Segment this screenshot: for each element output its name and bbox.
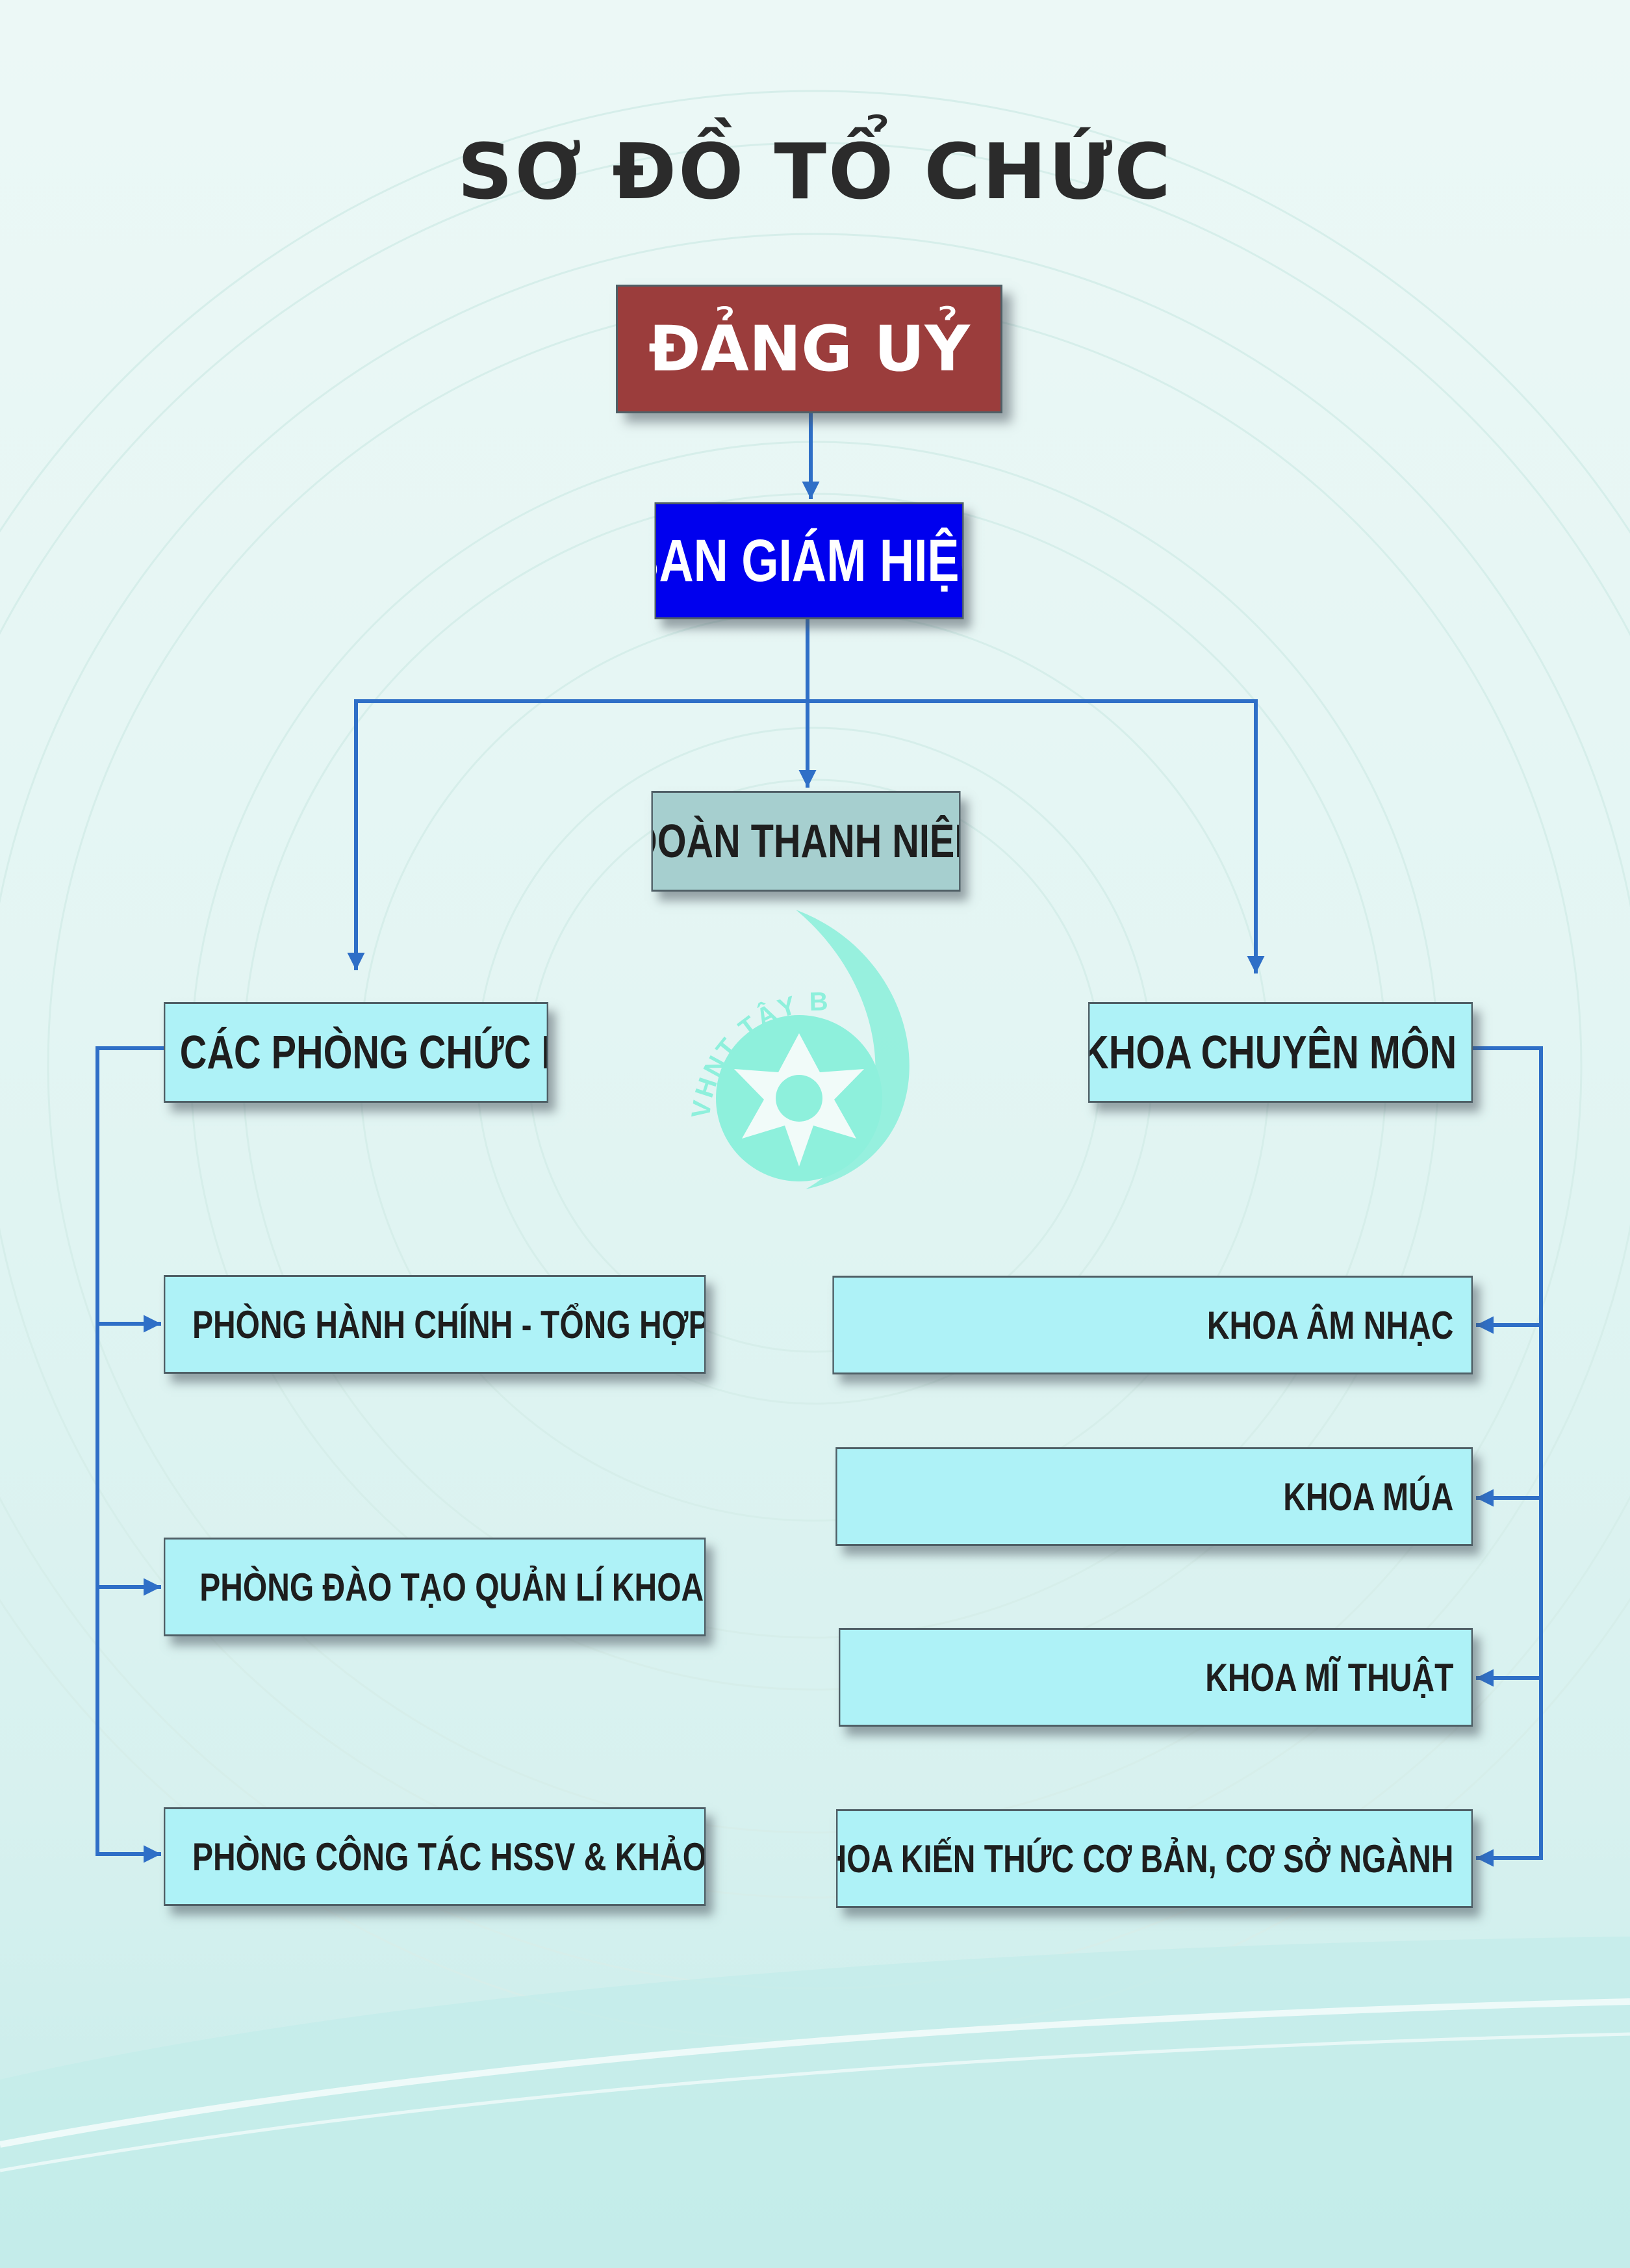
party-committee-label: ĐẢNG UỶ — [648, 313, 970, 385]
department-item-label: PHÒNG ĐÀO TẠO QUẢN LÍ KHOA HỌC & HTQT — [199, 1565, 704, 1609]
department-item-label: PHÒNG HÀNH CHÍNH - TỔNG HỢP — [192, 1302, 706, 1347]
youth-union-label: ĐOÀN THANH NIÊN — [653, 815, 959, 868]
faculties-node: CÁC KHOA CHUYÊN MÔN — [1088, 1002, 1473, 1103]
faculty-item: KHOA ÂM NHẠC — [832, 1276, 1473, 1374]
departments-label: CÁC PHÒNG CHỨC NĂNG — [179, 1026, 547, 1079]
faculty-item-label: KHOA KIẾN THỨC CƠ BẢN, CƠ SỞ NGÀNH — [836, 1836, 1454, 1881]
faculties-label: CÁC KHOA CHUYÊN MÔN — [1088, 1026, 1457, 1079]
faculty-item-label: KHOA MĨ THUẬT — [1205, 1655, 1454, 1699]
party-committee-node: ĐẢNG UỶ — [616, 285, 1002, 413]
youth-union-node: ĐOÀN THANH NIÊN — [651, 791, 961, 892]
page-title: SƠ ĐỒ TỔ CHỨC — [457, 127, 1173, 216]
departments-node: CÁC PHÒNG CHỨC NĂNG — [164, 1002, 548, 1103]
faculty-item: KHOA KIẾN THỨC CƠ BẢN, CƠ SỞ NGÀNH — [836, 1809, 1473, 1908]
faculty-item-label: KHOA MÚA — [1283, 1475, 1454, 1519]
department-item: PHÒNG CÔNG TÁC HSSV & KHẢO THÍ, ĐBCLGD — [164, 1807, 706, 1906]
department-item: PHÒNG ĐÀO TẠO QUẢN LÍ KHOA HỌC & HTQT — [164, 1538, 706, 1636]
department-item: PHÒNG HÀNH CHÍNH - TỔNG HỢP — [164, 1275, 706, 1374]
board-node: BAN GIÁM HIỆU — [654, 502, 964, 619]
faculty-item: KHOA MĨ THUẬT — [839, 1628, 1473, 1727]
faculty-item-label: KHOA ÂM NHẠC — [1206, 1303, 1454, 1347]
board-label: BAN GIÁM HIỆU — [656, 527, 962, 594]
department-item-label: PHÒNG CÔNG TÁC HSSV & KHẢO THÍ, ĐBCLGD — [192, 1835, 706, 1879]
faculty-item: KHOA MÚA — [835, 1447, 1473, 1546]
